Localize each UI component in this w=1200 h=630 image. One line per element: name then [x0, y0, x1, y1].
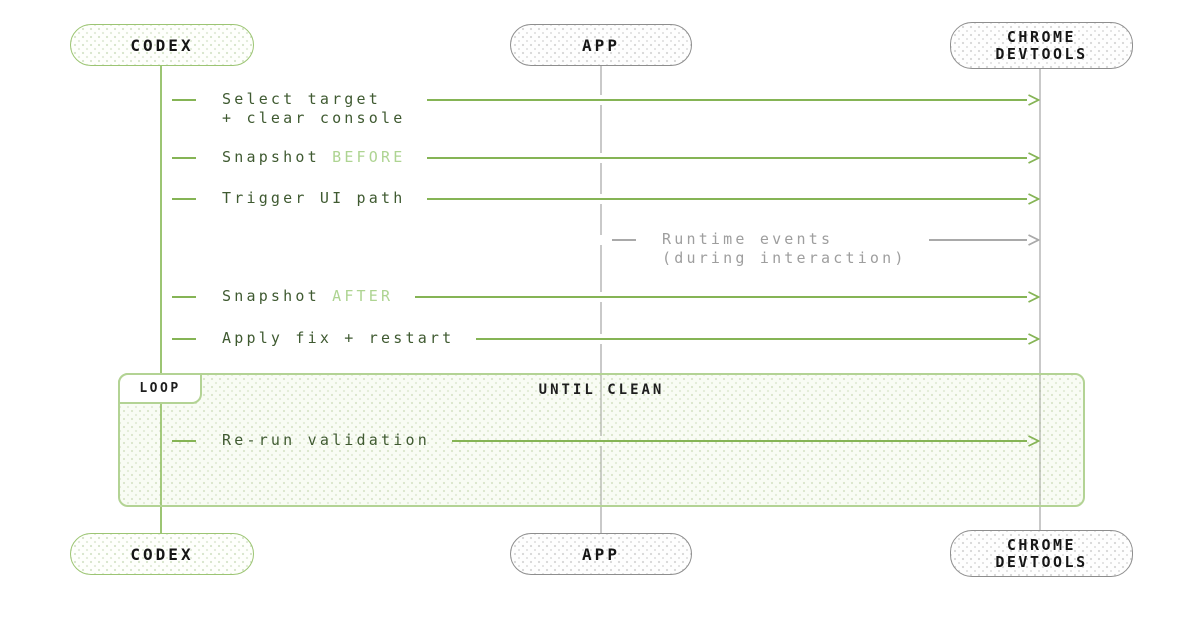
message-trigger-ui-path: Trigger UI path — [172, 189, 1040, 208]
message-snapshot-after: Snapshot AFTER — [172, 287, 1040, 306]
message-line — [476, 337, 1027, 340]
message-line — [415, 295, 1027, 298]
message-line — [427, 156, 1027, 159]
message-rerun-validation: Re-run validation — [172, 431, 1040, 450]
actor-label: CHROME DEVTOOLS — [995, 535, 1088, 571]
message-label-line2: (during interaction) — [662, 249, 907, 267]
message-line — [427, 98, 1027, 101]
lifeline-app — [600, 344, 602, 436]
message-label: Trigger UI path — [222, 189, 406, 207]
lifeline-app — [600, 105, 602, 153]
actor-codex-bottom: CODEX — [70, 533, 254, 575]
message-label-line1: Runtime events — [662, 230, 834, 248]
lifeline-app — [600, 245, 602, 292]
message-tail — [172, 337, 196, 340]
lifeline-app — [600, 204, 602, 235]
actor-devtools-bottom: CHROME DEVTOOLS — [950, 530, 1133, 577]
actor-label-line2: DEVTOOLS — [995, 44, 1088, 63]
lifeline-app — [600, 163, 602, 194]
actor-label: CHROME DEVTOOLS — [995, 27, 1088, 63]
lifeline-devtools — [1039, 69, 1041, 530]
loop-tab: LOOP — [118, 373, 202, 404]
actor-label: CODEX — [130, 544, 194, 564]
message-label: Re-run validation — [222, 431, 430, 449]
message-tail — [172, 295, 196, 298]
lifeline-app — [600, 66, 602, 95]
message-select-target: Select target + clear console — [172, 90, 1040, 128]
message-line — [928, 238, 1027, 241]
message-tail — [612, 238, 636, 241]
actor-app-top: APP — [510, 24, 692, 66]
actor-label-line1: CHROME — [1006, 27, 1077, 46]
message-tail — [172, 98, 196, 101]
message-label: Runtime events (during interaction) — [662, 230, 907, 268]
actor-label: CODEX — [130, 35, 194, 55]
arrowhead-icon — [1028, 290, 1040, 303]
message-tail — [172, 156, 196, 159]
message-label-text: Snapshot — [222, 287, 320, 305]
actor-app-bottom: APP — [510, 533, 692, 575]
message-label: Snapshot BEFORE — [222, 148, 405, 167]
message-label: Snapshot AFTER — [222, 287, 393, 306]
message-snapshot-before: Snapshot BEFORE — [172, 148, 1040, 167]
lifeline-codex — [160, 66, 162, 533]
arrowhead-icon — [1028, 192, 1040, 205]
actor-devtools-top: CHROME DEVTOOLS — [950, 22, 1133, 69]
message-line — [451, 439, 1027, 442]
message-label-suffix: AFTER — [332, 287, 394, 305]
message-line — [427, 197, 1027, 200]
arrowhead-icon — [1028, 93, 1040, 106]
message-tail — [172, 197, 196, 200]
message-tail — [172, 439, 196, 442]
lifeline-app — [600, 446, 602, 533]
message-label: Apply fix + restart — [222, 329, 455, 347]
message-label-suffix: BEFORE — [332, 148, 406, 166]
lifeline-app — [600, 302, 602, 334]
actor-codex-top: CODEX — [70, 24, 254, 66]
loop-condition: UNTIL CLEAN — [538, 382, 665, 398]
message-apply-fix-restart: Apply fix + restart — [172, 329, 1040, 348]
loop-tab-label: LOOP — [139, 381, 181, 396]
message-label-line1: Select target — [222, 90, 381, 108]
actor-label: APP — [582, 544, 620, 564]
arrowhead-icon — [1028, 332, 1040, 345]
actor-label-line1: CHROME — [1006, 535, 1077, 554]
arrowhead-icon — [1028, 434, 1040, 447]
arrowhead-icon — [1028, 233, 1040, 246]
message-label-text: Snapshot — [222, 148, 320, 166]
message-label-line2: + clear console — [222, 109, 406, 127]
message-runtime-events: Runtime events (during interaction) — [612, 230, 1040, 268]
arrowhead-icon — [1028, 151, 1040, 164]
message-label: Select target + clear console — [222, 90, 405, 128]
actor-label-line2: DEVTOOLS — [995, 552, 1088, 571]
actor-label: APP — [582, 35, 620, 55]
